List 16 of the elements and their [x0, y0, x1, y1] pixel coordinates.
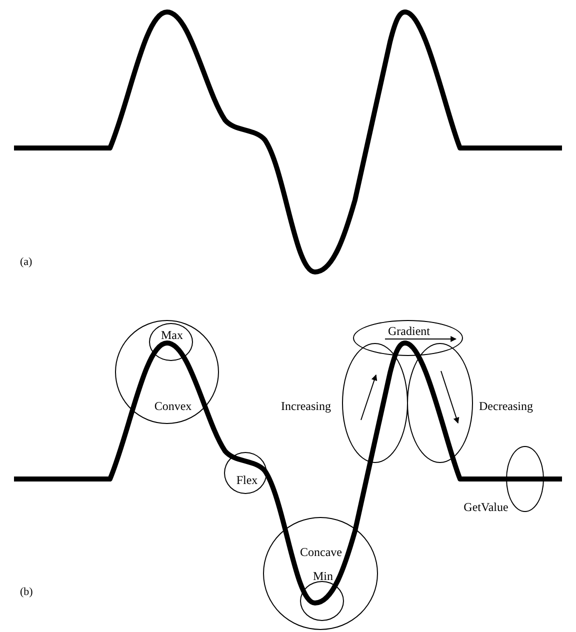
region-label: Convex: [154, 400, 192, 412]
region-label: Flex: [236, 474, 258, 486]
region-label: Gradient: [388, 325, 430, 337]
circle-region: [263, 517, 378, 630]
region-label: GetValue: [464, 501, 508, 513]
region-label: Increasing: [281, 400, 331, 412]
region-label: Concave: [300, 546, 342, 558]
circle-region: [149, 323, 193, 361]
region-label: Max: [161, 329, 183, 341]
panel-label: (a): [20, 257, 32, 268]
region-label: Decreasing: [479, 400, 533, 412]
circle-region: [115, 320, 219, 424]
region-label: Min: [313, 570, 333, 582]
ellipse-region: [353, 320, 463, 356]
circle-region: [224, 452, 267, 494]
panel-label: (b): [20, 587, 33, 598]
